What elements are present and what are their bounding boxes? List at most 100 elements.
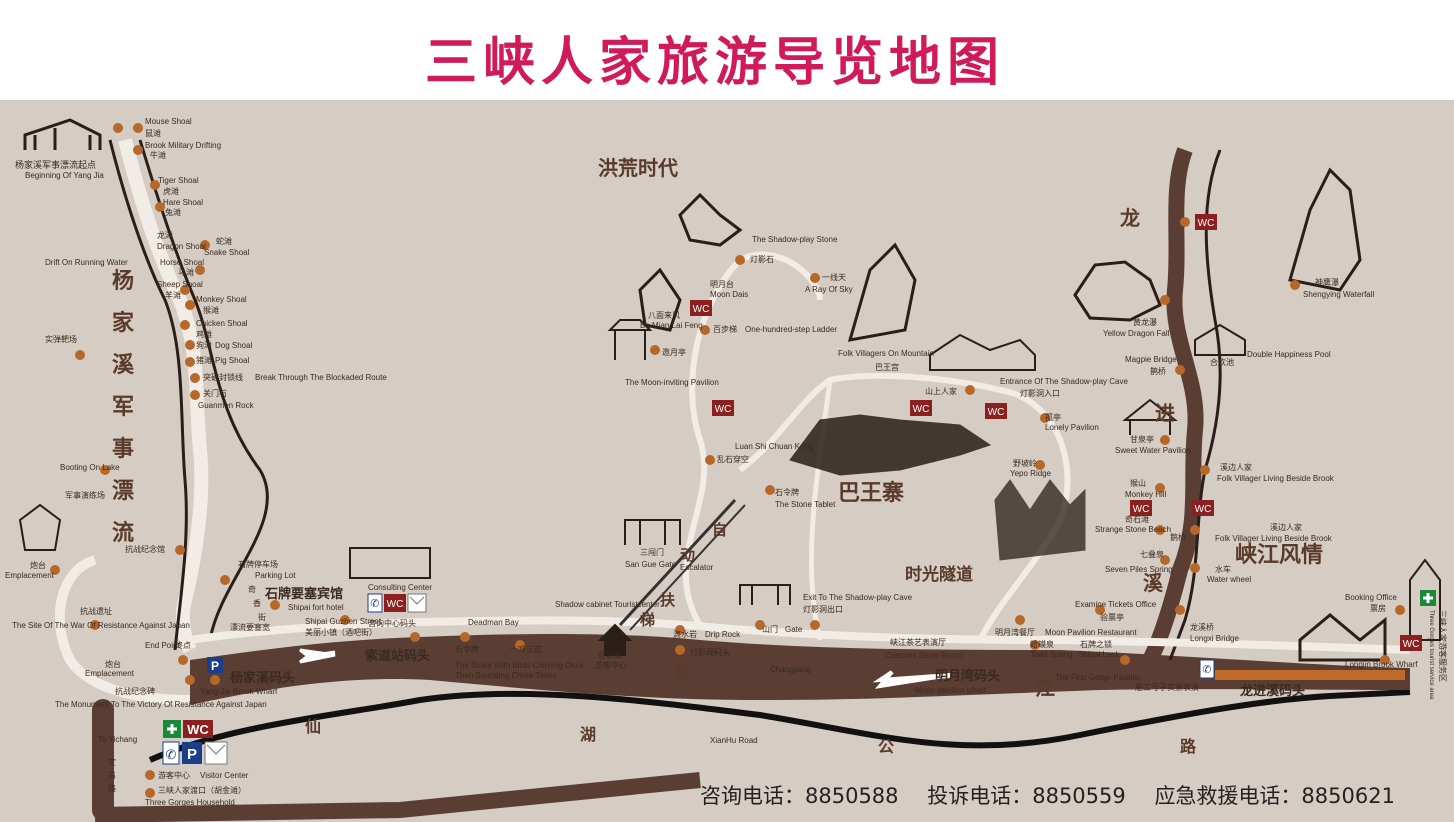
phone-icon[interactable]: ✆ — [162, 741, 180, 765]
poi-dot[interactable] — [340, 615, 350, 625]
poi-dot[interactable] — [755, 620, 765, 630]
poi-dot[interactable] — [705, 455, 715, 465]
poi-dot[interactable] — [1180, 217, 1190, 227]
poi-dot[interactable] — [180, 320, 190, 330]
poi-dot[interactable] — [50, 565, 60, 575]
poi-dot[interactable] — [210, 675, 220, 685]
wc-icon[interactable]: WC — [1400, 635, 1422, 651]
wc-icon[interactable]: WC — [910, 400, 932, 416]
poi-dot[interactable] — [185, 340, 195, 350]
poi-dot[interactable] — [190, 373, 200, 383]
label-xianhu-road-en: XianHu Road — [710, 736, 758, 745]
poi-dot[interactable] — [965, 385, 975, 395]
wc-icon[interactable]: WC — [1192, 500, 1214, 516]
parking-icon[interactable]: P — [207, 657, 223, 673]
poi-dot[interactable] — [1155, 525, 1165, 535]
poi-dot[interactable] — [675, 625, 685, 635]
wc-icon[interactable]: WC — [1130, 500, 1152, 516]
label-monkey-cn: 猴滩 — [203, 305, 219, 315]
wc-icon[interactable]: WC — [183, 720, 213, 738]
wc-icon[interactable]: WC — [690, 300, 712, 316]
poi-dot[interactable] — [145, 770, 155, 780]
poi-dot[interactable] — [410, 632, 420, 642]
region-shiguang: 时光隧道 — [905, 564, 973, 585]
region-yangjiaxi: 杨 家 溪 军 事 漂 流 — [112, 269, 135, 546]
wc-icon[interactable]: WC — [384, 594, 406, 612]
label-horse-cn: 马滩 — [178, 267, 194, 277]
xianhu-road — [148, 689, 1411, 763]
poi-dot[interactable] — [1040, 413, 1050, 423]
poi-dot[interactable] — [195, 265, 205, 275]
poi-dot[interactable] — [1160, 555, 1170, 565]
poi-dot[interactable] — [1200, 465, 1210, 475]
first-aid-icon[interactable] — [163, 720, 181, 738]
poi-dot[interactable] — [1155, 483, 1165, 493]
poi-dot[interactable] — [515, 640, 525, 650]
poi-dot[interactable] — [185, 300, 195, 310]
poi-dot[interactable] — [1190, 525, 1200, 535]
poi-dot[interactable] — [190, 390, 200, 400]
poi-dot[interactable] — [1120, 655, 1130, 665]
poi-dot[interactable] — [155, 202, 165, 212]
poi-dot[interactable] — [810, 273, 820, 283]
mail-icon[interactable] — [204, 741, 228, 765]
poi-dot[interactable] — [1190, 563, 1200, 573]
poi-dot[interactable] — [113, 123, 123, 133]
poi-dot[interactable] — [1380, 655, 1390, 665]
poi-dot[interactable] — [1175, 365, 1185, 375]
label-endpoint-en: End Point — [145, 641, 180, 650]
poi-dot[interactable] — [75, 350, 85, 360]
label-horse-en: Horse Shoal — [160, 258, 204, 267]
poi-dot[interactable] — [185, 357, 195, 367]
poi-dot[interactable] — [1160, 295, 1170, 305]
label-booking-cn: 票房 — [1370, 603, 1386, 613]
poi-dot[interactable] — [100, 465, 110, 475]
poi-dot[interactable] — [675, 645, 685, 655]
poi-dot[interactable] — [178, 655, 188, 665]
poi-dot[interactable] — [145, 788, 155, 798]
poi-dot[interactable] — [765, 485, 775, 495]
label-yepo-cn: 野坡岭 — [1013, 458, 1037, 468]
poi-dot[interactable] — [1015, 615, 1025, 625]
label-yellow-cn: 黄龙瀑 — [1133, 317, 1157, 327]
parking-icon[interactable]: P — [182, 742, 202, 764]
poi-dot[interactable] — [1095, 605, 1105, 615]
label-bamian-cn: 八面来风 — [648, 311, 680, 320]
poi-dot[interactable] — [735, 255, 745, 265]
poi-dot[interactable] — [220, 575, 230, 585]
poi-dot[interactable] — [1290, 280, 1300, 290]
label-drift-en: Drift On Running Water — [45, 258, 128, 267]
main-walkway — [189, 616, 1411, 654]
changjiang-river — [190, 633, 1410, 705]
phone-icon[interactable]: ✆ — [367, 593, 383, 613]
first-aid-icon[interactable] — [1420, 590, 1436, 606]
poi-dot[interactable] — [185, 675, 195, 685]
poi-dot[interactable] — [460, 632, 470, 642]
wc-icon[interactable]: WC — [1195, 214, 1217, 230]
poi-dot[interactable] — [810, 620, 820, 630]
poi-dot[interactable] — [650, 345, 660, 355]
poi-dot[interactable] — [700, 325, 710, 335]
poi-dot[interactable] — [1160, 435, 1170, 445]
poi-dot[interactable] — [180, 285, 190, 295]
wc-icon[interactable]: WC — [985, 403, 1007, 419]
label-dog-cn: 狗滩 — [196, 340, 212, 350]
poi-dot[interactable] — [1395, 605, 1405, 615]
poi-dot[interactable] — [200, 240, 210, 250]
cliff-path — [682, 251, 823, 627]
poi-dot[interactable] — [90, 620, 100, 630]
mail-icon[interactable] — [407, 593, 427, 613]
phone-icon[interactable]: ✆ — [1199, 659, 1215, 679]
wc-label: WC — [1195, 504, 1212, 515]
poi-dot[interactable] — [133, 123, 143, 133]
poi-dot[interactable] — [270, 600, 280, 610]
poi-dot[interactable] — [1175, 605, 1185, 615]
service-tower-sketch — [1409, 558, 1441, 641]
label-strange-en: Strange Stone Beach — [1095, 525, 1171, 534]
poi-dot[interactable] — [1030, 640, 1040, 650]
wc-icon[interactable]: WC — [712, 400, 734, 416]
poi-dot[interactable] — [133, 145, 143, 155]
poi-dot[interactable] — [150, 180, 160, 190]
poi-dot[interactable] — [1035, 460, 1045, 470]
poi-dot[interactable] — [175, 545, 185, 555]
